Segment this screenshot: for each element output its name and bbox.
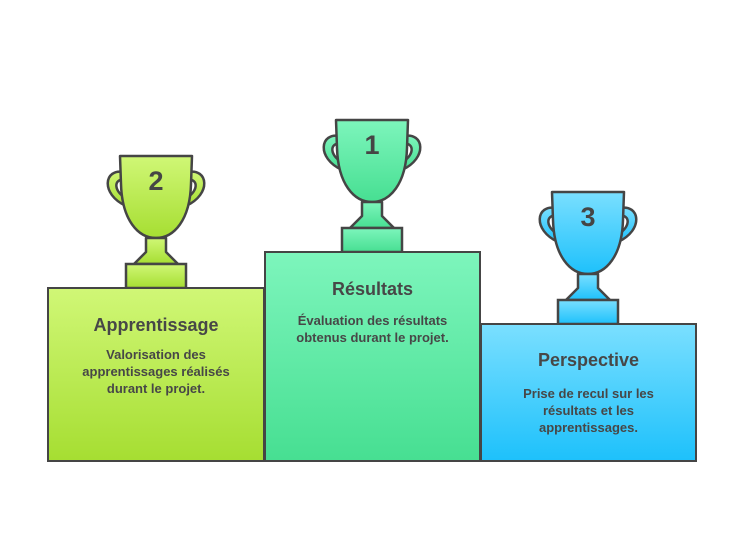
trophy-icon-rank-3: 3 bbox=[530, 186, 646, 326]
podium-description: Valorisation des apprentissages réalisés… bbox=[82, 347, 230, 396]
rank-number: 2 bbox=[148, 166, 164, 196]
podium-block-perspective: Perspective Prise de recul sur les résul… bbox=[480, 323, 697, 462]
podium-block-resultats: Résultats Évaluation des résultats obten… bbox=[264, 251, 481, 462]
podium-description: Évaluation des résultats obtenus durant … bbox=[296, 313, 449, 345]
podium-title: Apprentissage bbox=[93, 315, 219, 335]
rank-number: 1 bbox=[364, 130, 380, 160]
rank-number: 3 bbox=[580, 202, 596, 232]
podium-title: Perspective bbox=[537, 350, 640, 370]
trophy-icon-rank-1: 1 bbox=[314, 114, 430, 254]
podium-description: Prise de recul sur les résultats et les … bbox=[523, 386, 654, 435]
trophy-icon-rank-2: 2 bbox=[98, 150, 214, 290]
podium-block-apprentissage: Apprentissage Valorisation des apprentis… bbox=[47, 287, 265, 462]
podium-title: Résultats bbox=[331, 279, 414, 299]
